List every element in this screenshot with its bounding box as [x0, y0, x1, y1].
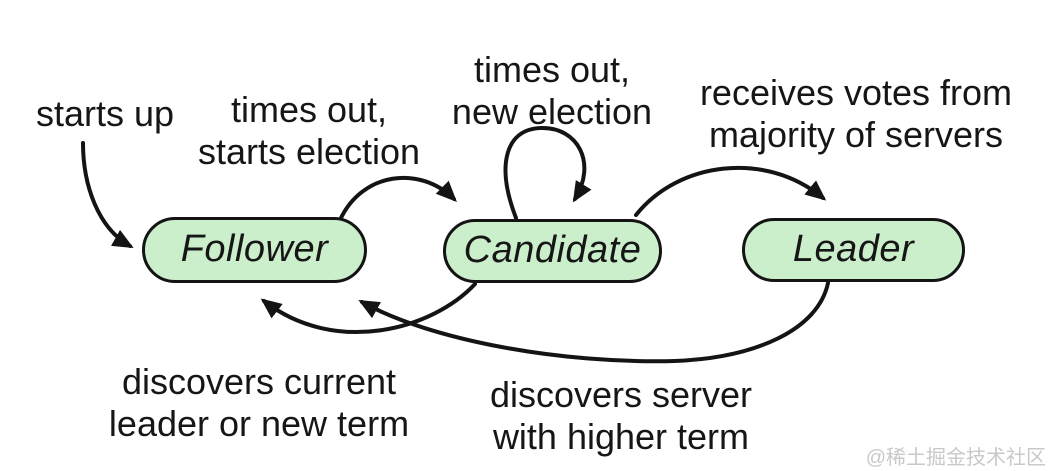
edge-label-times-out-new-election: times out, new election — [451, 49, 653, 132]
watermark-text: @稀土掘金技术社区 — [865, 447, 1046, 469]
arrow-follower-to-candidate — [338, 175, 457, 222]
state-node-leader-label: Leader — [792, 227, 915, 270]
state-node-follower-label: Follower — [180, 227, 329, 270]
state-node-candidate-label: Candidate — [463, 228, 642, 271]
arrow-leader-to-follower — [358, 281, 830, 364]
state-node-candidate: Candidate — [443, 219, 662, 283]
arrow-candidate-to-leader — [634, 165, 827, 217]
arrow-candidate-self-loop — [503, 125, 592, 220]
arrow-candidate-to-follower — [260, 282, 477, 334]
edge-label-discovers-current-leader: discovers current leader or new term — [108, 361, 410, 444]
state-node-follower: Follower — [142, 217, 367, 283]
edge-label-times-out-starts-election: times out, starts election — [197, 89, 421, 172]
edge-label-discovers-higher-term: discovers server with higher term — [489, 374, 753, 457]
state-node-leader: Leader — [742, 218, 965, 282]
edge-label-receives-votes: receives votes from majority of servers — [699, 72, 1013, 155]
arrow-start-to-follower — [81, 141, 134, 249]
edge-label-starts-up: starts up — [35, 93, 175, 134]
